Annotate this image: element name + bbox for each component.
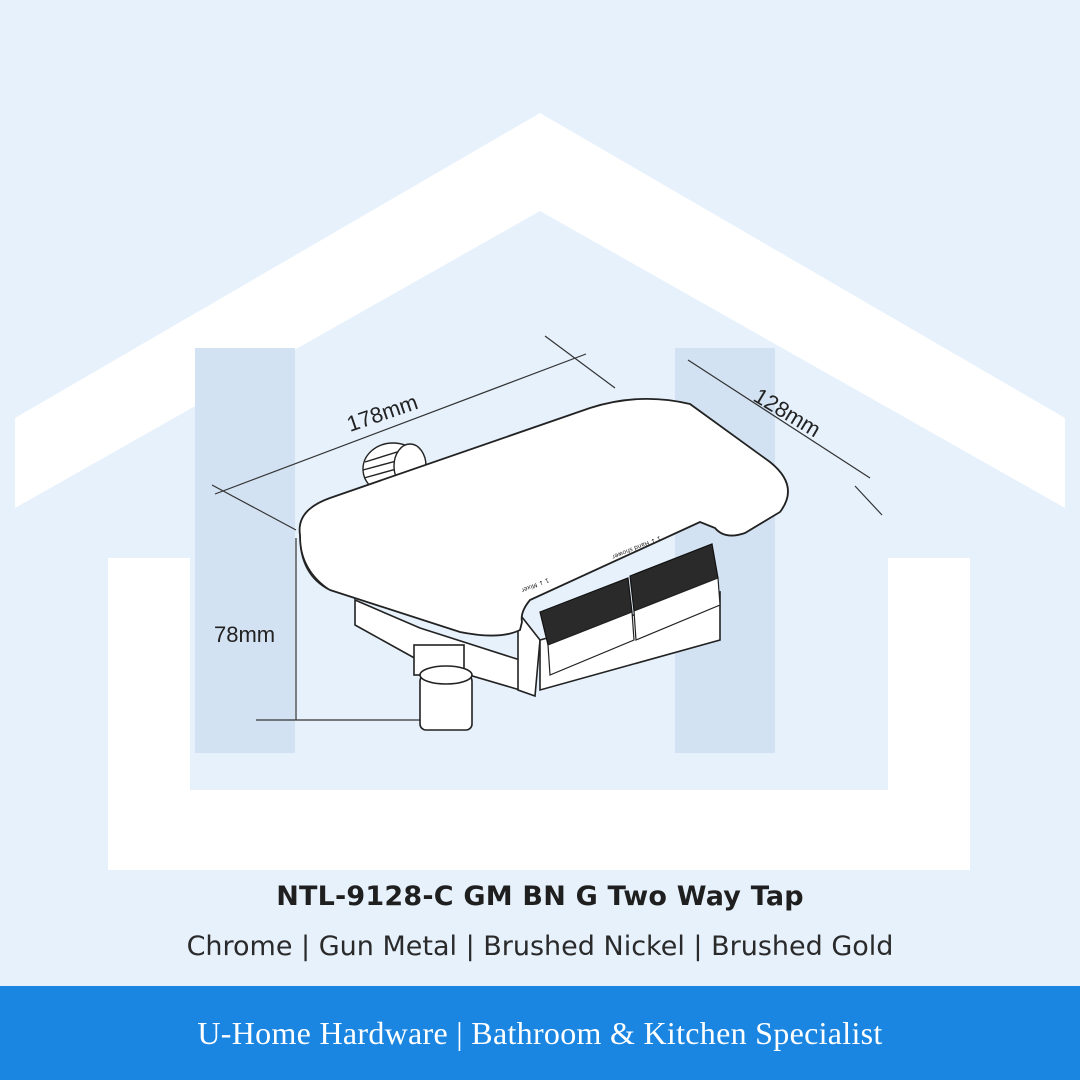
footer-banner: U-Home Hardware | Bathroom & Kitchen Spe… xyxy=(0,986,1080,1080)
tap-top-plate xyxy=(298,397,789,637)
finish-options: Chrome | Gun Metal | Brushed Nickel | Br… xyxy=(186,931,894,962)
width-dimension-label: 178mm xyxy=(343,389,421,437)
control-buttons xyxy=(539,543,721,676)
depth-dimension-label: 128mm xyxy=(749,383,825,442)
footer-text: U-Home Hardware | Bathroom & Kitchen Spe… xyxy=(197,1014,883,1051)
width-dimension-line xyxy=(214,353,587,495)
depth-dimension-line xyxy=(687,359,871,479)
product-title: NTL-9128-C GM BN G Two Way Tap xyxy=(276,881,804,912)
height-dimension-label: 78mm xyxy=(214,622,275,647)
mounting-post xyxy=(413,644,473,731)
